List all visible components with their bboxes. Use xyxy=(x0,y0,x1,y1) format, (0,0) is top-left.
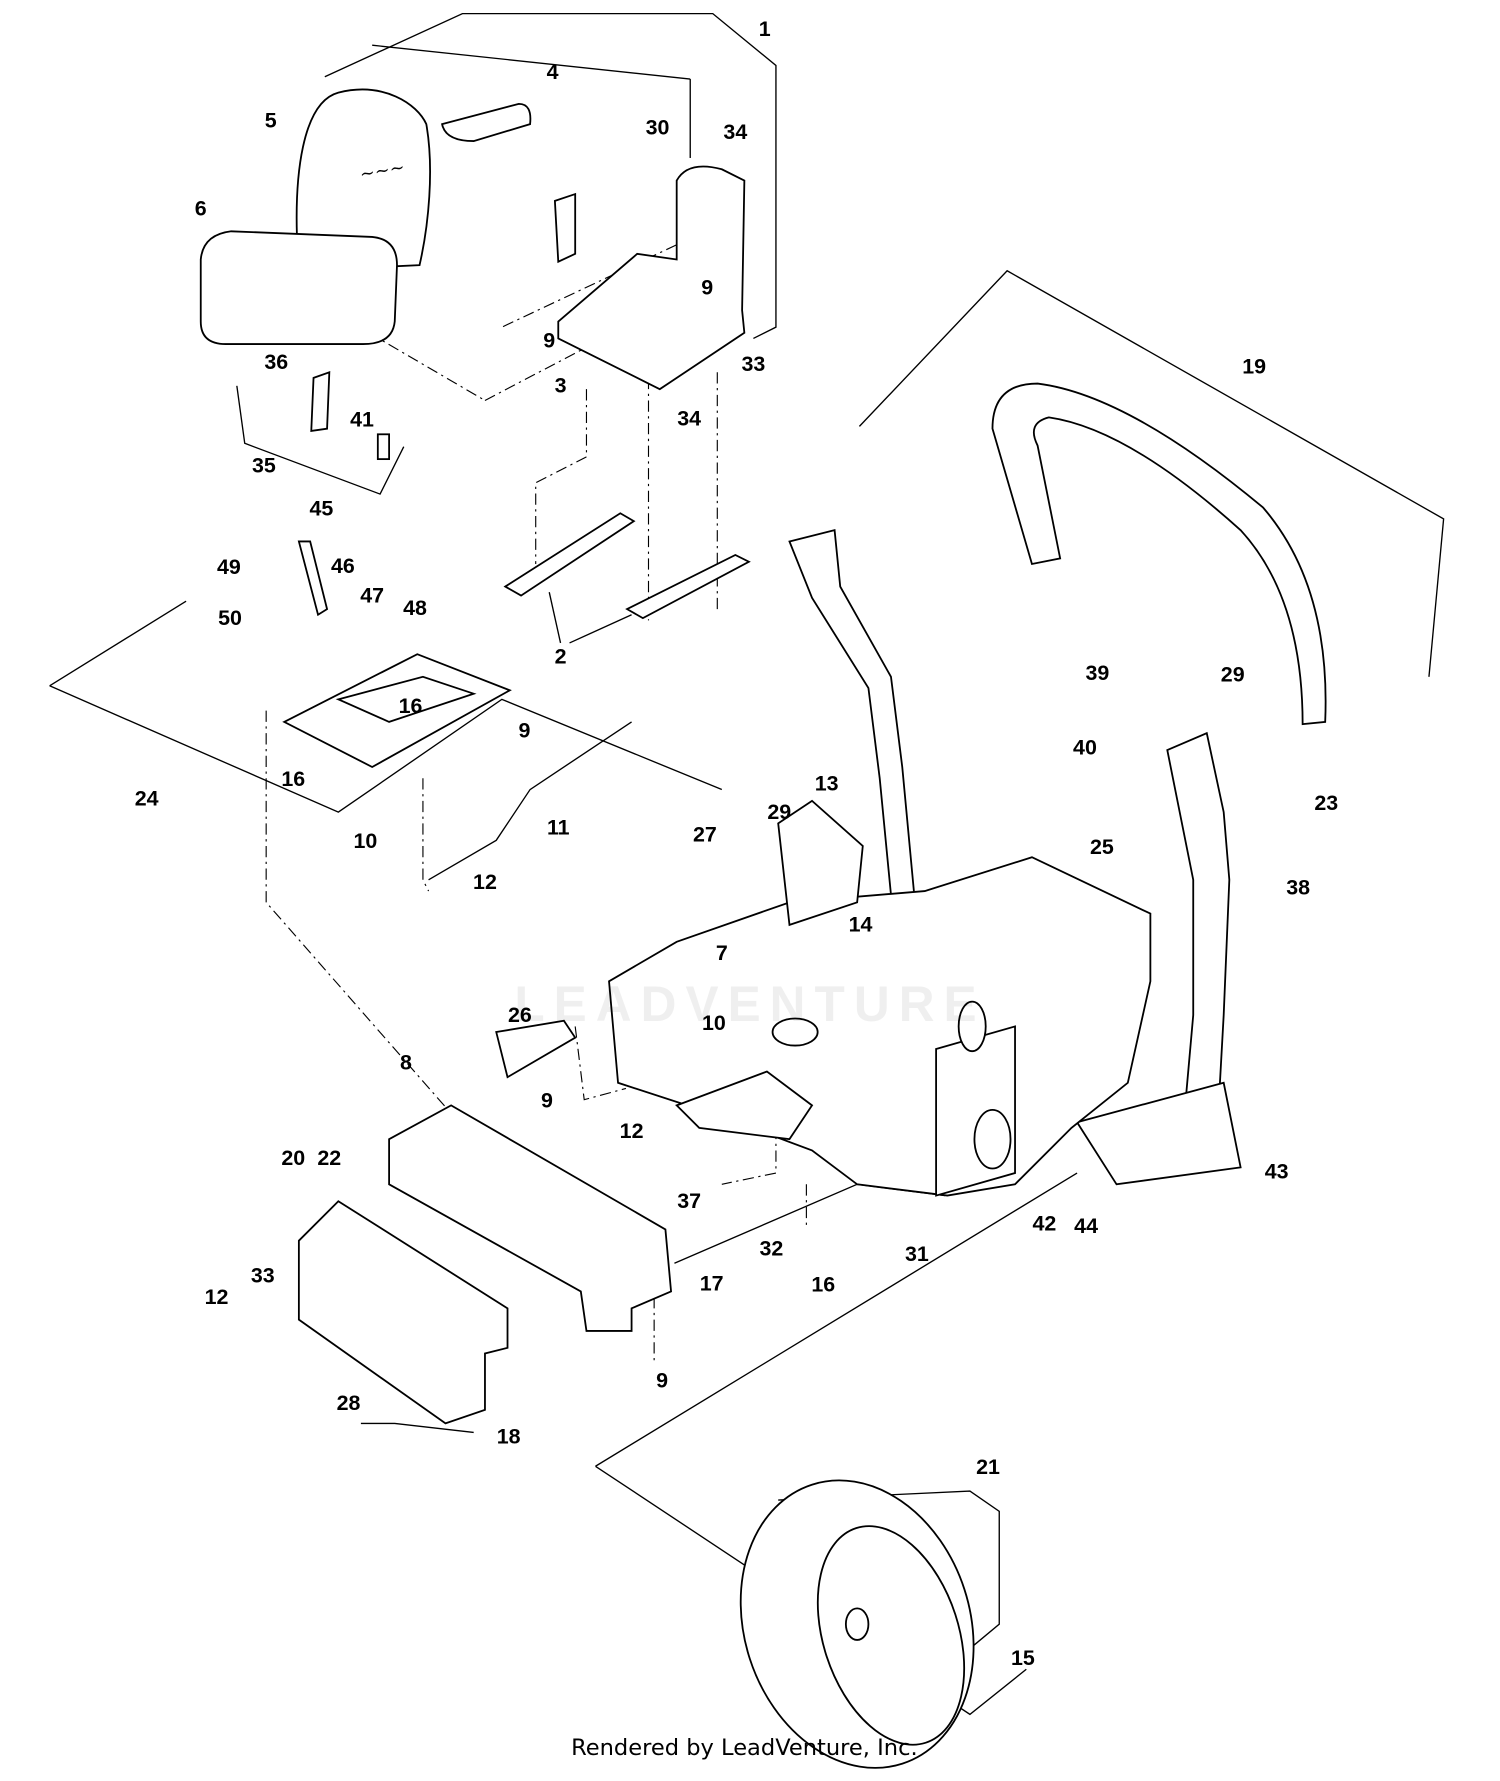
watermark: LEADVENTURE xyxy=(514,976,985,1032)
armrest-pad xyxy=(441,102,532,142)
seat-switch-plug xyxy=(376,433,391,461)
callout-50: 50 xyxy=(218,606,242,630)
callout-10: 10 xyxy=(702,1011,726,1035)
roll-bar-right-upright xyxy=(1166,731,1231,1118)
callout-16: 16 xyxy=(281,767,305,791)
pedal-bracket xyxy=(495,1019,577,1079)
callout-12: 12 xyxy=(473,870,497,894)
front-crossmember xyxy=(297,1019,673,1425)
callout-20: 20 xyxy=(281,1146,305,1170)
callout-41: 41 xyxy=(350,407,374,431)
callout-22: 22 xyxy=(317,1146,341,1170)
callout-46: 46 xyxy=(331,554,355,578)
callout-17: 17 xyxy=(700,1271,724,1295)
callout-9: 9 xyxy=(656,1368,668,1392)
callout-30: 30 xyxy=(646,115,670,139)
callout-33: 33 xyxy=(741,352,765,376)
callout-5: 5 xyxy=(265,109,277,133)
main-frame xyxy=(608,799,1152,1197)
footrest-panel xyxy=(297,1200,509,1425)
callout-35: 35 xyxy=(252,454,276,478)
seat-lever xyxy=(297,540,329,617)
callout-16: 16 xyxy=(399,694,423,718)
callout-34: 34 xyxy=(677,406,701,430)
callout-31: 31 xyxy=(905,1242,929,1266)
callout-36: 36 xyxy=(264,350,288,374)
callout-4: 4 xyxy=(547,60,559,84)
roll-bar-hoop xyxy=(991,382,1327,726)
roll-bar-foot xyxy=(1075,1081,1242,1186)
seat-switch xyxy=(310,370,331,432)
callout-43: 43 xyxy=(1265,1160,1289,1184)
callout-48: 48 xyxy=(403,596,427,620)
callout-26: 26 xyxy=(508,1003,532,1027)
frame-bracket xyxy=(777,799,864,927)
callout-15: 15 xyxy=(1011,1646,1035,1670)
callout-13: 13 xyxy=(815,772,839,796)
callout-12: 12 xyxy=(620,1119,644,1143)
rear-wheel xyxy=(739,1479,975,1769)
callout-7: 7 xyxy=(716,941,728,965)
linkage-rod xyxy=(428,721,632,881)
callout-47: 47 xyxy=(360,583,384,607)
callout-28: 28 xyxy=(337,1391,361,1415)
callout-38: 38 xyxy=(1286,875,1310,899)
callout-14: 14 xyxy=(849,913,873,937)
seat-assembly: ~~~ xyxy=(199,88,746,461)
callout-23: 23 xyxy=(1314,791,1338,815)
callout-6: 6 xyxy=(195,197,207,221)
callout-37: 37 xyxy=(677,1189,701,1213)
callout-12: 12 xyxy=(205,1285,229,1309)
callout-8: 8 xyxy=(400,1050,412,1074)
roll-bar xyxy=(788,382,1327,1186)
callout-2: 2 xyxy=(555,644,567,668)
seat-rails xyxy=(503,512,751,620)
callout-9: 9 xyxy=(543,328,555,352)
callout-18: 18 xyxy=(497,1425,521,1449)
callout-29: 29 xyxy=(767,800,791,824)
callout-49: 49 xyxy=(217,555,241,579)
callout-34: 34 xyxy=(723,120,747,144)
callout-42: 42 xyxy=(1032,1212,1056,1236)
callout-19: 19 xyxy=(1242,354,1266,378)
armrest-bracket xyxy=(553,192,577,264)
callout-21: 21 xyxy=(976,1455,1000,1479)
seat-pan xyxy=(557,165,746,391)
callout-24: 24 xyxy=(135,786,159,810)
callout-1: 1 xyxy=(759,17,771,41)
callout-9: 9 xyxy=(701,275,713,299)
callout-10: 10 xyxy=(354,829,378,853)
callout-29: 29 xyxy=(1221,662,1245,686)
footer-credit: Rendered by LeadVenture, Inc. xyxy=(571,1735,918,1761)
callout-44: 44 xyxy=(1074,1214,1098,1238)
seat-cushion xyxy=(199,230,398,345)
callout-33: 33 xyxy=(251,1263,275,1287)
callout-40: 40 xyxy=(1073,736,1097,760)
callout-27: 27 xyxy=(693,822,717,846)
callout-9: 9 xyxy=(518,719,530,743)
callout-45: 45 xyxy=(310,497,334,521)
callout-16: 16 xyxy=(811,1272,835,1296)
callout-39: 39 xyxy=(1085,661,1109,685)
callout-9: 9 xyxy=(541,1089,553,1113)
seat-mount-plate xyxy=(282,540,632,881)
callout-11: 11 xyxy=(547,816,570,840)
seat-rail-left xyxy=(503,512,636,597)
callout-32: 32 xyxy=(760,1236,784,1260)
seat-rail-right xyxy=(625,553,751,620)
callout-25: 25 xyxy=(1090,835,1114,859)
seat-backrest xyxy=(295,88,431,272)
callout-3: 3 xyxy=(555,374,567,398)
